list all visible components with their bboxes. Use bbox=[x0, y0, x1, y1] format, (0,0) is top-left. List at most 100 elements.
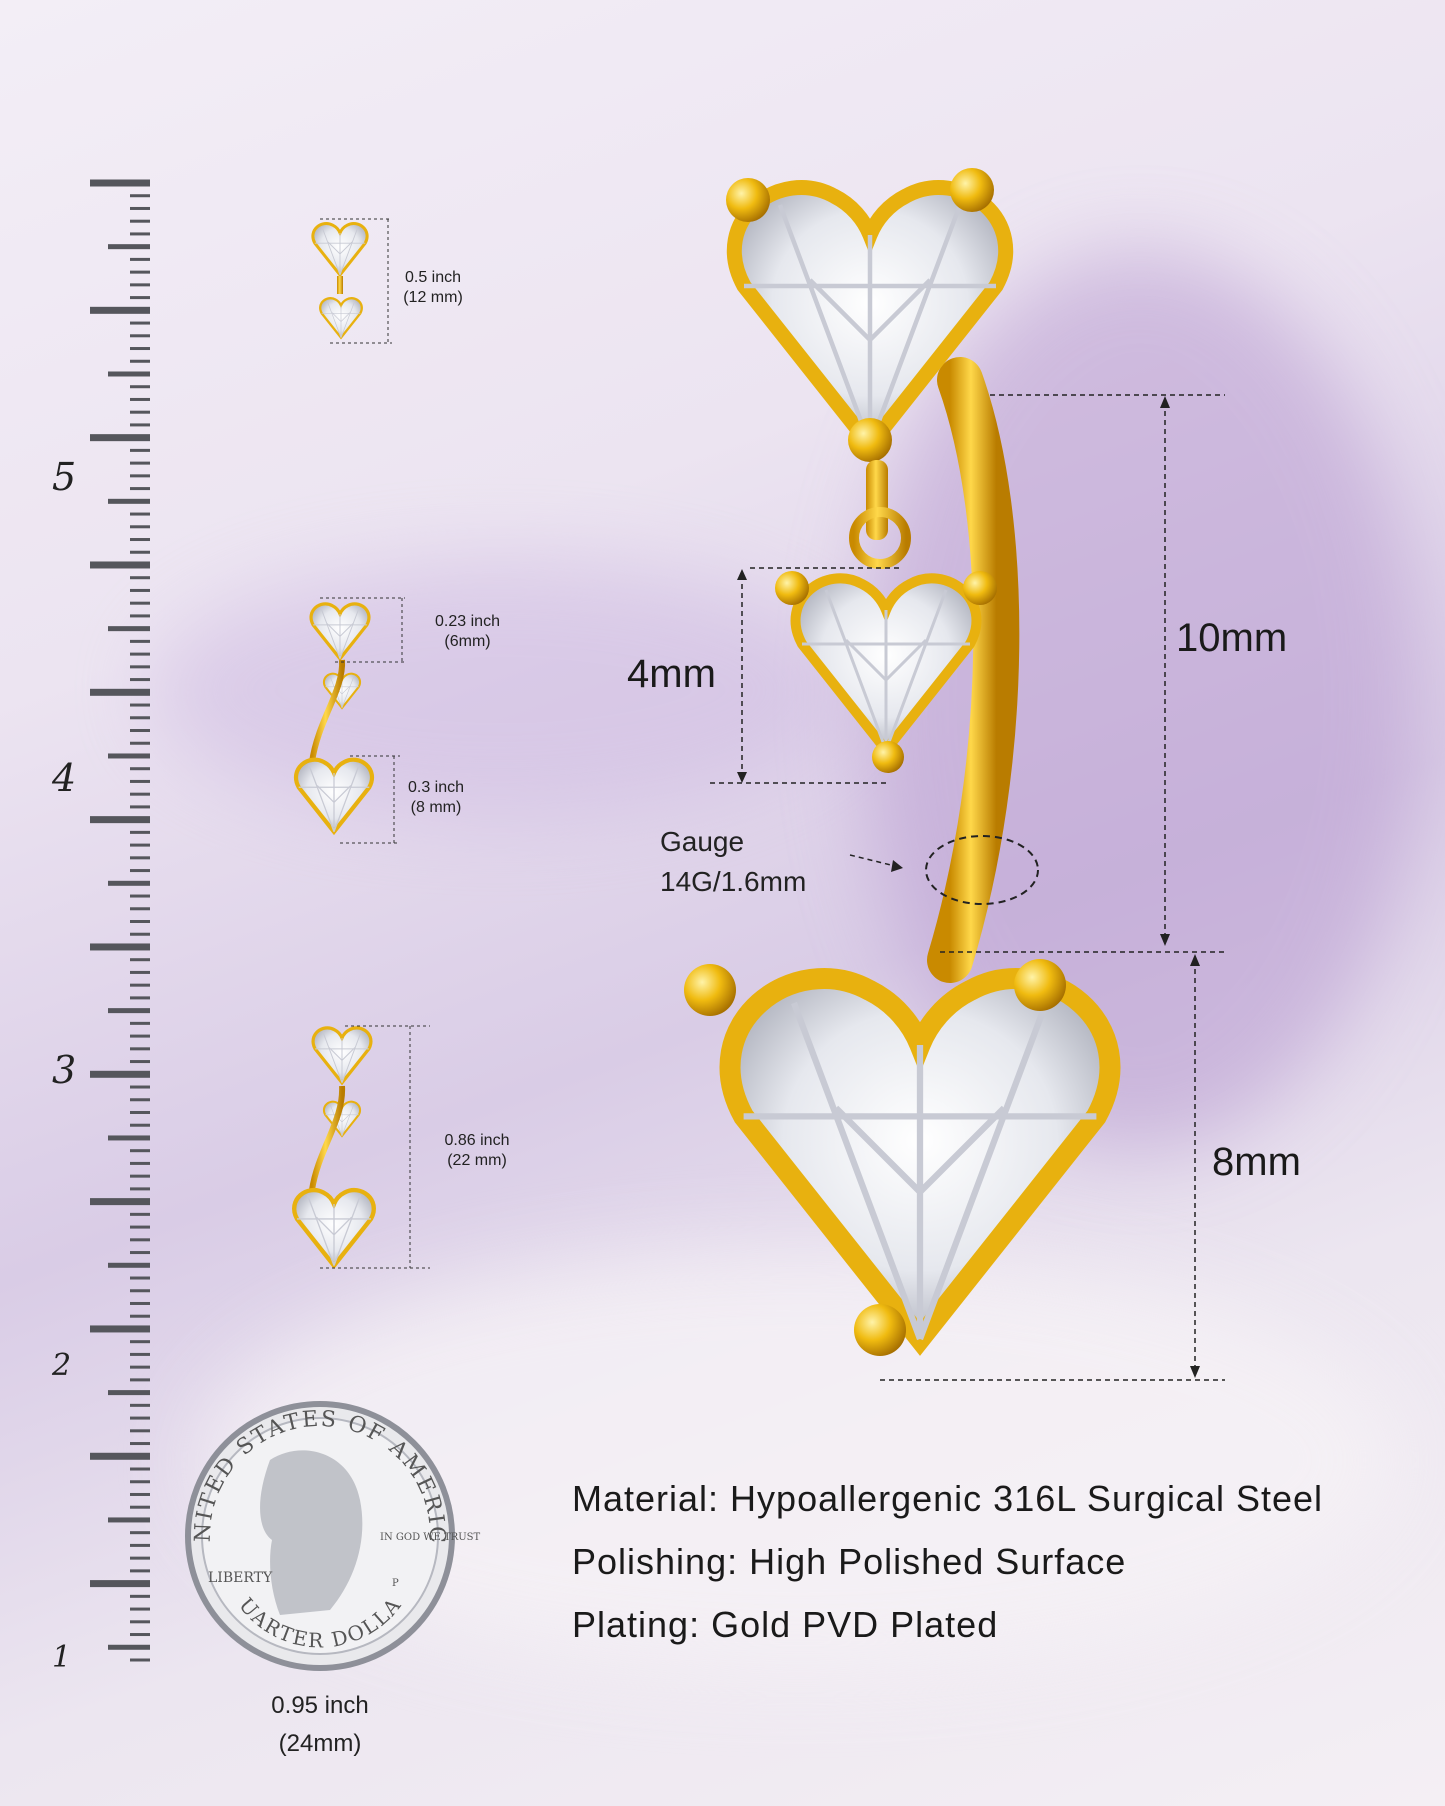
ruler-tick bbox=[130, 1212, 150, 1216]
ruler-tick bbox=[130, 1110, 150, 1114]
thumb3-dim: 0.86 inch (22 mm) bbox=[432, 1131, 522, 1171]
coin-top-text: UNITED STATES OF AMERICA bbox=[0, 0, 447, 1545]
ruler-tick bbox=[130, 639, 150, 643]
ruler-label-2: 2 bbox=[52, 1348, 72, 1383]
ruler-tick bbox=[130, 1492, 150, 1496]
ruler-ticks bbox=[90, 179, 150, 1662]
thumb2-dim-top: 0.23 inch (6mm) bbox=[420, 612, 515, 652]
thumb2-dim-mm-2: (8 mm) bbox=[410, 799, 462, 816]
thumb2-dim-inch: 0.23 inch bbox=[435, 613, 500, 630]
ruler-tick bbox=[130, 194, 150, 198]
ruler-tick bbox=[108, 1135, 150, 1141]
dim-10mm: 10mm bbox=[1176, 616, 1288, 660]
spec-polishing: Polishing: High Polished Surface bbox=[572, 1541, 1127, 1582]
gauge-label: Gauge 14G/1.6mm bbox=[660, 822, 806, 902]
ruler-tick bbox=[130, 1123, 150, 1127]
ruler bbox=[90, 179, 150, 1662]
ruler-tick bbox=[108, 1390, 150, 1396]
ruler-tick bbox=[130, 1085, 150, 1089]
ruler-tick bbox=[130, 397, 150, 401]
thumb1-dim-inch: 0.5 inch bbox=[404, 269, 462, 286]
ruler-tick bbox=[130, 538, 150, 542]
ruler-tick bbox=[130, 283, 150, 287]
ruler-tick bbox=[130, 219, 150, 223]
thumb1-dim-mm: (12 mm) bbox=[403, 289, 463, 306]
coin-mint: P bbox=[392, 1578, 399, 1589]
dim-8mm: 8mm bbox=[1212, 1140, 1301, 1184]
ruler-tick bbox=[108, 880, 150, 886]
background-blob bbox=[150, 560, 850, 820]
ruler-tick bbox=[130, 1301, 150, 1305]
ruler-tick bbox=[130, 1161, 150, 1165]
thumb2-dim-bottom: 0.3 inch (8 mm) bbox=[396, 778, 476, 818]
ruler-tick bbox=[130, 550, 150, 554]
thumbnail-1 bbox=[311, 218, 392, 344]
ruler-tick bbox=[130, 423, 150, 427]
ruler-tick bbox=[90, 1325, 150, 1333]
ruler-tick bbox=[130, 767, 150, 771]
ruler-tick bbox=[130, 1149, 150, 1153]
ruler-tick bbox=[130, 920, 150, 923]
coin-caption: 0.95 inch (24mm) bbox=[240, 1687, 400, 1763]
ruler-tick bbox=[130, 487, 150, 491]
ruler-tick bbox=[130, 1531, 150, 1535]
ruler-tick bbox=[130, 1021, 150, 1025]
ruler-tick bbox=[130, 525, 150, 529]
ruler-tick bbox=[130, 1543, 150, 1547]
ruler-tick bbox=[130, 461, 150, 465]
ruler-tick bbox=[130, 1658, 150, 1662]
thumb1-dim: 0.5 inch (12 mm) bbox=[393, 268, 473, 308]
ruler-tick bbox=[130, 296, 150, 300]
ruler-tick bbox=[130, 856, 150, 860]
ruler-tick bbox=[130, 1047, 150, 1051]
ruler-tick bbox=[130, 907, 150, 911]
ruler-tick bbox=[90, 1070, 150, 1078]
ruler-tick bbox=[130, 410, 150, 414]
ruler-label-4: 4 bbox=[52, 756, 77, 800]
ruler-tick bbox=[130, 474, 150, 478]
ruler-tick bbox=[90, 1452, 150, 1460]
ruler-tick bbox=[130, 665, 150, 669]
ruler-tick bbox=[130, 983, 150, 987]
ruler-tick bbox=[108, 498, 150, 504]
ruler-tick bbox=[130, 1098, 150, 1102]
ruler-tick bbox=[130, 894, 150, 898]
ruler-tick bbox=[130, 729, 150, 733]
quarter-coin: UNITED STATES OF AMERICA QUARTER DOLLAR … bbox=[0, 0, 480, 1671]
ruler-tick bbox=[130, 1187, 150, 1191]
ruler-label-3: 3 bbox=[52, 1048, 77, 1092]
gauge-value: 14G/1.6mm bbox=[660, 866, 807, 897]
ruler-tick bbox=[130, 932, 150, 936]
ruler-tick bbox=[130, 270, 150, 274]
coin-caption-inch: 0.95 inch bbox=[271, 1692, 369, 1719]
coin-caption-mm: (24mm) bbox=[278, 1730, 362, 1757]
ruler-tick bbox=[130, 779, 150, 783]
ruler-tick bbox=[130, 1429, 150, 1433]
ruler-tick bbox=[130, 1034, 150, 1038]
ruler-tick bbox=[108, 626, 150, 632]
ruler-tick bbox=[130, 1225, 150, 1229]
ruler-tick bbox=[130, 448, 150, 452]
ruler-tick bbox=[130, 1607, 150, 1611]
ruler-tick bbox=[130, 1556, 150, 1560]
ruler-tick bbox=[130, 652, 150, 656]
ruler-tick bbox=[130, 206, 150, 210]
ruler-tick bbox=[90, 306, 150, 314]
ruler-tick bbox=[130, 576, 150, 580]
ruler-tick bbox=[130, 970, 150, 974]
svg-text:UNITED STATES OF AMERICA: UNITED STATES OF AMERICA bbox=[0, 0, 449, 1545]
ruler-label-1: 1 bbox=[52, 1640, 72, 1675]
ruler-tick bbox=[130, 869, 150, 873]
ruler-tick bbox=[130, 1569, 150, 1573]
ruler-tick bbox=[130, 1276, 150, 1280]
ruler-tick bbox=[90, 943, 150, 951]
ruler-tick bbox=[130, 1238, 150, 1242]
ruler-tick bbox=[130, 1174, 150, 1178]
ruler-tick bbox=[130, 512, 150, 516]
ruler-tick bbox=[130, 792, 150, 796]
thumbnail-2 bbox=[296, 597, 405, 844]
thumb2-dim-mm: (6mm) bbox=[444, 633, 491, 650]
spec-material: Material: Hypoallergenic 316L Surgical S… bbox=[572, 1478, 1324, 1519]
ruler-tick bbox=[90, 1198, 150, 1206]
